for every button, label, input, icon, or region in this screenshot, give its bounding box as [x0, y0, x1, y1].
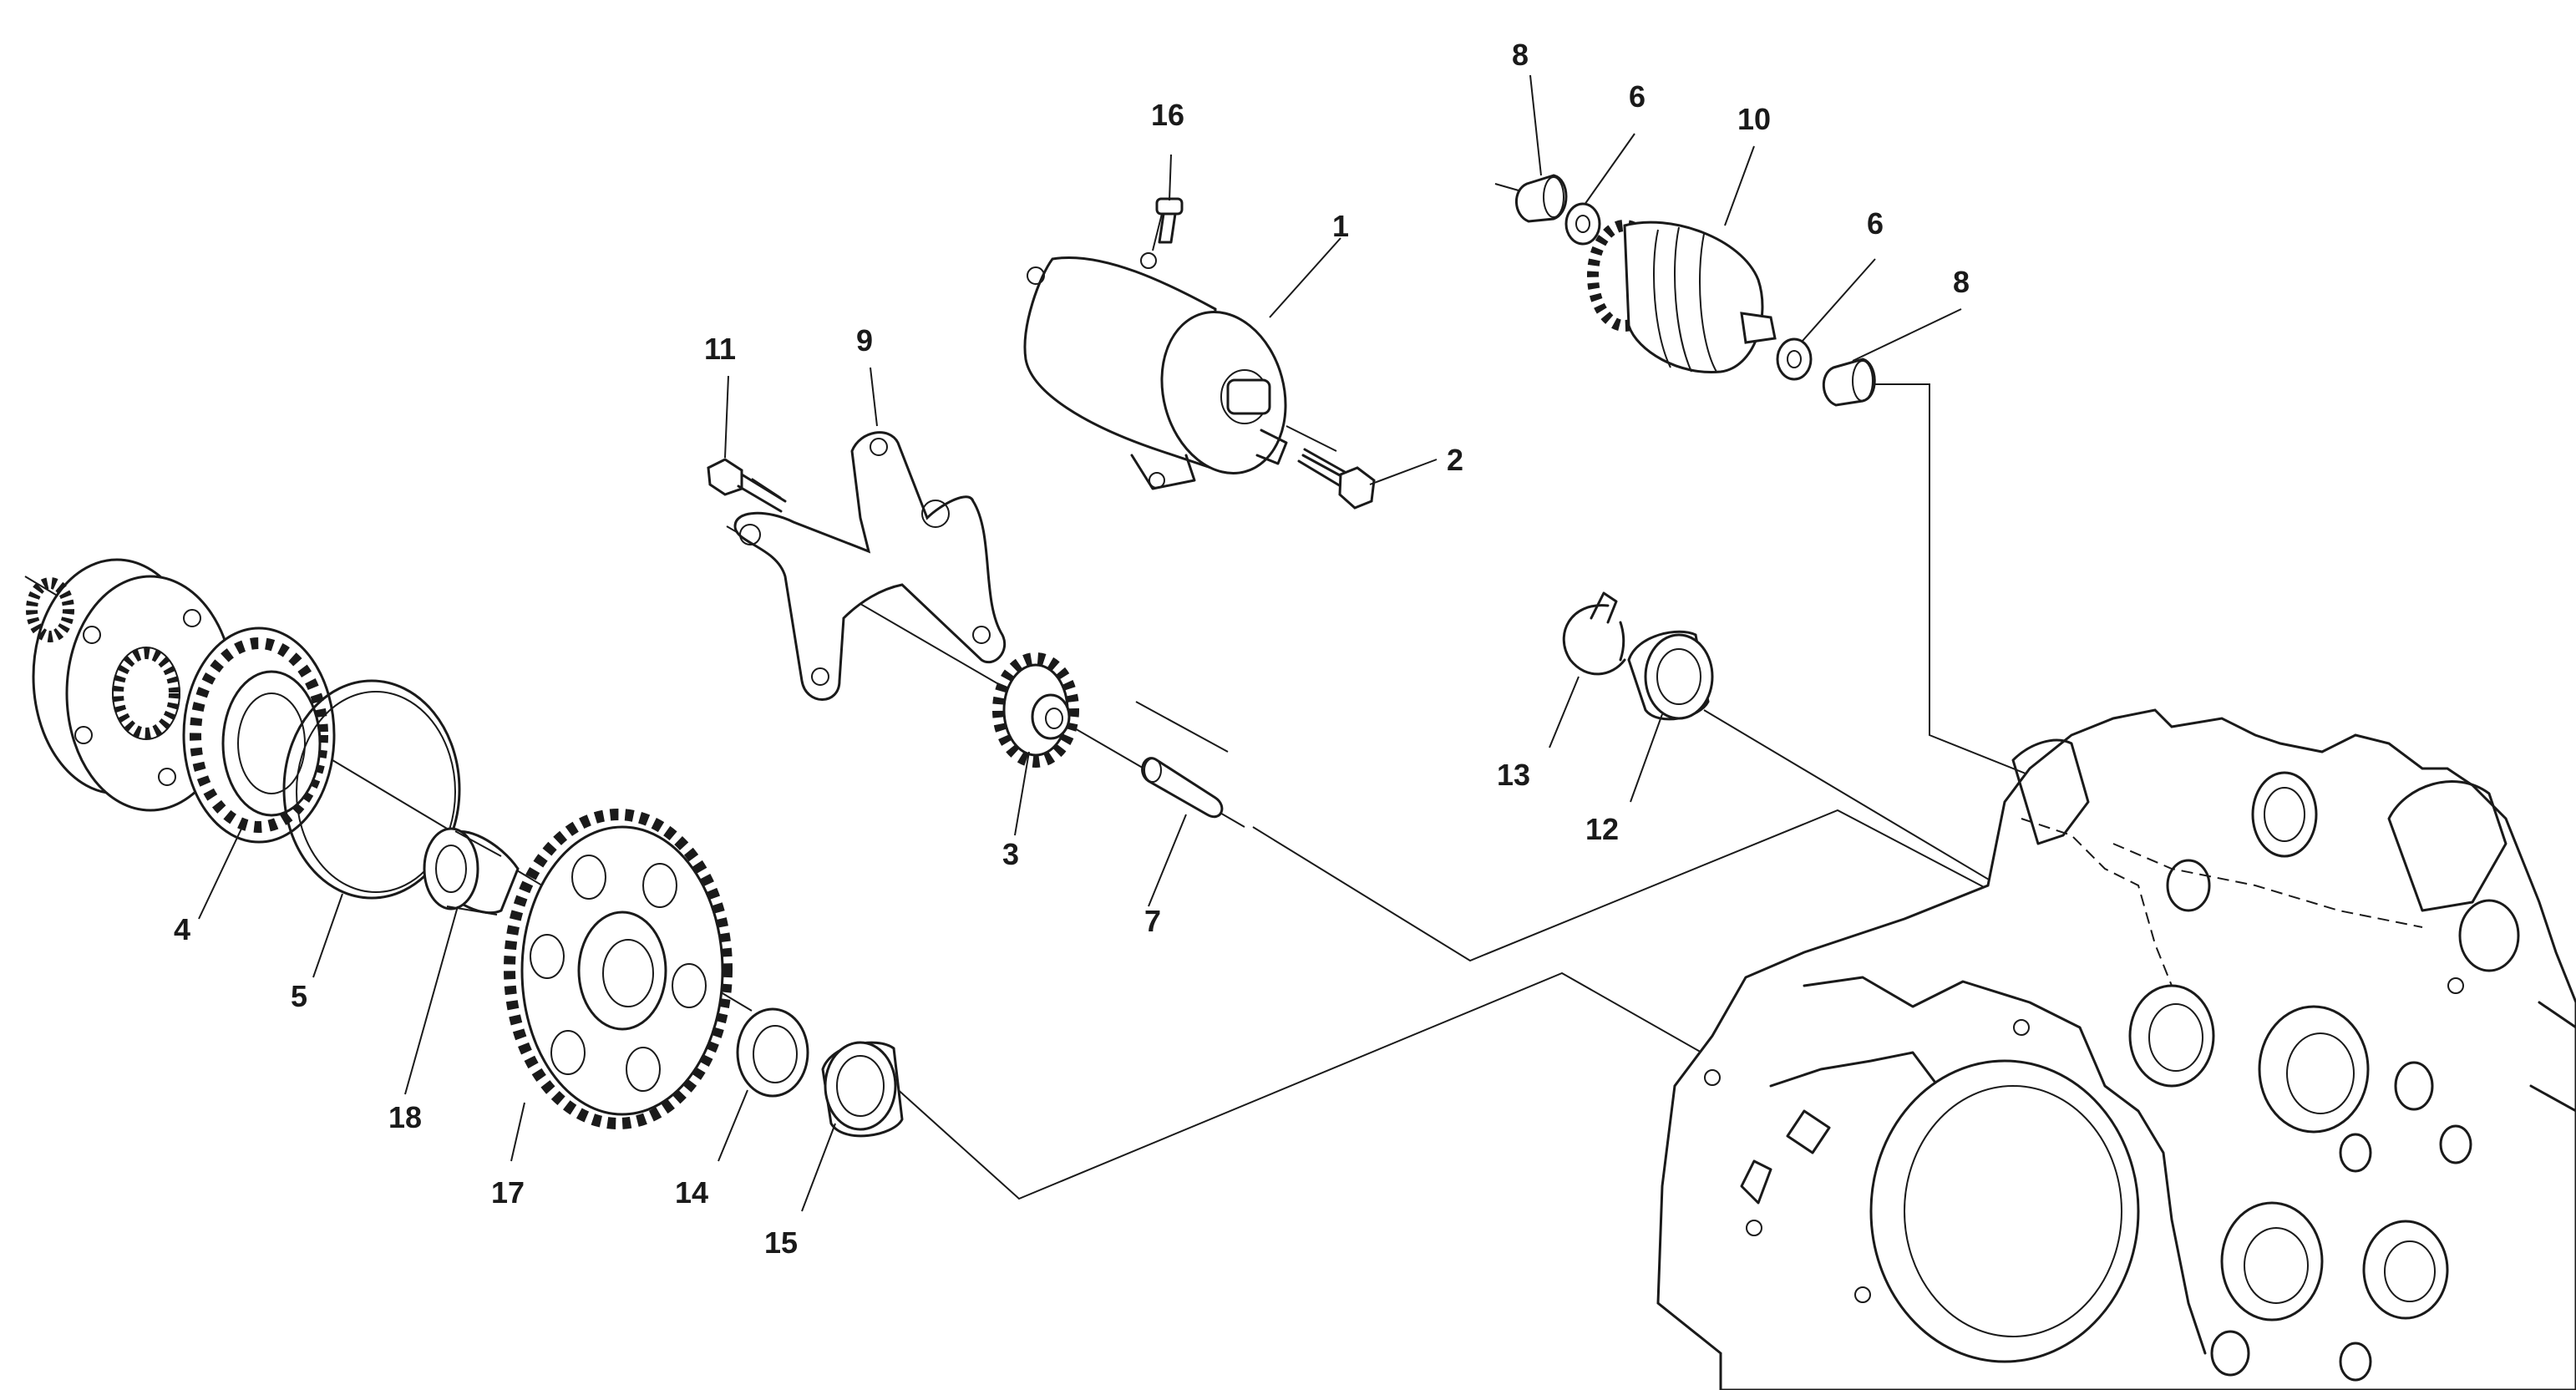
- mounting-bracket: [733, 431, 1007, 701]
- callout-16: 16: [1151, 98, 1184, 132]
- callout-3: 3: [1002, 837, 1019, 871]
- callout-17: 17: [491, 1175, 525, 1210]
- clutch-ring: [282, 679, 461, 900]
- bushing-left: [1515, 174, 1568, 223]
- bearing-lower: [821, 1041, 904, 1138]
- callout-8-left: 8: [1512, 38, 1529, 72]
- washer-left: [1564, 202, 1601, 246]
- callout-6-left: 6: [1629, 79, 1645, 114]
- thrust-washer: [736, 1007, 809, 1098]
- needle-bearing: [423, 827, 520, 916]
- motor-bolt: [1297, 448, 1376, 510]
- callout-13: 13: [1497, 758, 1530, 792]
- bearing-upper: [1627, 630, 1714, 721]
- circlip: [1562, 591, 1626, 676]
- gear-shaft-pin: [1141, 757, 1224, 818]
- callout-1: 1: [1332, 209, 1349, 243]
- washer-right: [1776, 337, 1813, 381]
- callout-14: 14: [675, 1175, 708, 1210]
- small-gear: [992, 652, 1079, 768]
- callout-18: 18: [388, 1100, 422, 1134]
- bracket-bolt: [707, 458, 787, 513]
- large-driven-gear: [504, 809, 733, 1129]
- callout-8-right: 8: [1953, 265, 1970, 299]
- leader-lines: [198, 74, 1962, 1212]
- callout-15: 15: [764, 1225, 798, 1260]
- one-way-clutch: [182, 627, 336, 844]
- callout-6-right: 6: [1867, 206, 1884, 241]
- callout-5: 5: [291, 979, 307, 1013]
- small-screw: [1155, 197, 1184, 244]
- starter-drive-pinion: [1587, 220, 1777, 374]
- callout-2: 2: [1447, 443, 1463, 477]
- callout-9: 9: [856, 323, 873, 358]
- callout-12: 12: [1585, 812, 1619, 846]
- callout-7: 7: [1144, 904, 1161, 938]
- callout-11: 11: [704, 332, 736, 366]
- starter-motor: [1023, 252, 1288, 490]
- callout-10: 10: [1737, 102, 1771, 136]
- engine-crankcase: [1656, 708, 2576, 1390]
- callout-labels: 1 2 3 4 5 6 6 7 8 8 9 10 11 12 13 14 15 …: [174, 38, 1970, 1260]
- bushing-right: [1822, 358, 1876, 407]
- callout-4: 4: [174, 912, 190, 946]
